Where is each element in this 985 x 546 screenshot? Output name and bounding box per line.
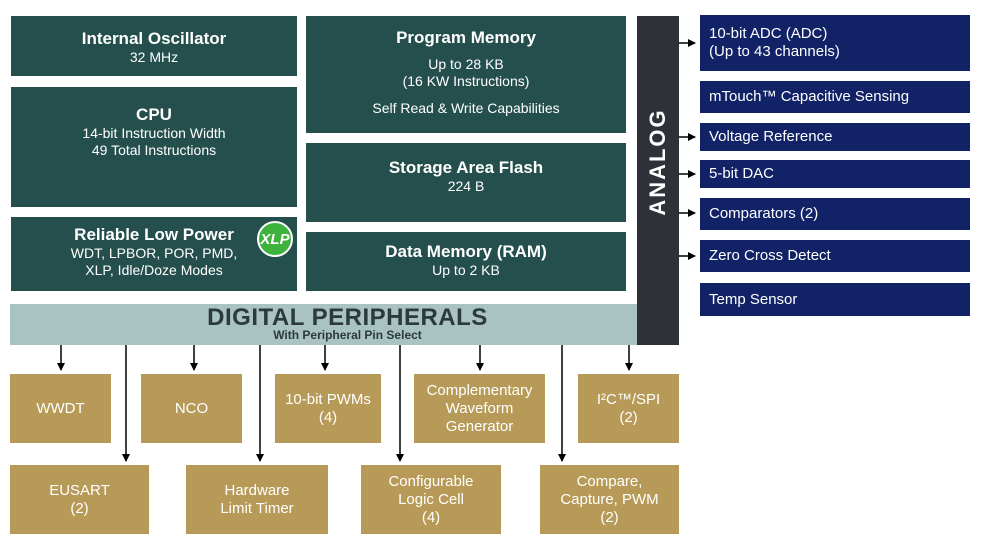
analog-title: ANALOG (645, 108, 670, 216)
internal-oscillator-block: Internal Oscillator 32 MHz (11, 16, 297, 76)
analog-item-temp-sensor: Temp Sensor (700, 283, 970, 316)
digital-peripherals-title: DIGITAL PERIPHERALS (207, 304, 488, 331)
peripheral-pwm: 10-bit PWMs (4) (275, 374, 381, 443)
block-detail: 224 B (447, 178, 485, 195)
peripheral-label: Complementary (426, 381, 533, 399)
block-title: Reliable Low Power (74, 225, 234, 244)
peripheral-detail: Logic Cell (398, 490, 464, 508)
peripheral-cwg: Complementary Waveform Generator (414, 374, 545, 443)
digital-peripherals-subtitle: With Peripheral Pin Select (273, 328, 422, 342)
block-title: CPU (136, 105, 172, 124)
analog-bar (637, 16, 679, 345)
analog-item-label: Comparators (2) (709, 205, 819, 222)
block-detail: WDT, LPBOR, POR, PMD, (70, 245, 238, 262)
peripheral-nco: NCO (141, 374, 242, 443)
block-detail: Up to 2 KB (432, 262, 500, 279)
peripheral-i2c-spi: I²C™/SPI (2) (578, 374, 679, 443)
data-memory-block: Data Memory (RAM) Up to 2 KB (306, 232, 626, 291)
analog-item-label: Zero Cross Detect (709, 247, 831, 264)
block-detail: Self Read & Write Capabilities (372, 99, 560, 116)
analog-item-label: Voltage Reference (709, 128, 833, 145)
peripheral-eusart: EUSART (2) (10, 465, 149, 534)
peripheral-detail: (4) (421, 508, 441, 526)
block-detail: XLP, Idle/Doze Modes (85, 262, 223, 279)
peripheral-clc: Configurable Logic Cell (4) (361, 465, 501, 534)
peripheral-label: Compare, (576, 472, 643, 490)
analog-item-mtouch: mTouch™ Capacitive Sensing (700, 81, 970, 113)
block-detail: 32 MHz (129, 49, 179, 66)
peripheral-hardware-limit-timer: Hardware Limit Timer (186, 465, 328, 534)
peripheral-detail: Waveform (445, 399, 514, 417)
peripheral-ccp: Compare, Capture, PWM (2) (540, 465, 679, 534)
analog-item-label: mTouch™ Capacitive Sensing (709, 88, 910, 105)
block-title: Storage Area Flash (388, 158, 544, 177)
peripheral-detail: Capture, PWM (560, 490, 659, 508)
peripheral-label: 10-bit PWMs (285, 390, 371, 408)
xlp-logo-icon: XLP (257, 221, 293, 257)
peripheral-detail: Generator (445, 417, 514, 435)
analog-item-adc: 10-bit ADC (ADC) (Up to 43 channels) (700, 15, 970, 71)
analog-item-label: 5-bit DAC (709, 165, 775, 182)
peripheral-detail: (2) (70, 499, 89, 517)
analog-item-voltage-reference: Voltage Reference (700, 123, 970, 151)
analog-item-comparators: Comparators (2) (700, 198, 970, 230)
peripheral-detail: Limit Timer (220, 499, 294, 517)
peripheral-label: NCO (174, 399, 209, 417)
peripheral-detail: (4) (318, 408, 338, 426)
peripheral-label: Hardware (224, 481, 290, 499)
block-title: Program Memory (396, 28, 536, 47)
cpu-block: CPU 14-bit Instruction Width 49 Total In… (11, 87, 297, 207)
analog-item-label: Temp Sensor (709, 290, 798, 308)
block-detail: 14-bit Instruction Width (82, 125, 226, 142)
peripheral-detail: (2) (600, 508, 619, 526)
analog-item-label: 10-bit ADC (ADC) (709, 25, 828, 42)
block-title: Internal Oscillator (81, 29, 227, 48)
analog-item-detail: (Up to 43 channels) (709, 43, 840, 60)
peripheral-label: WWDT (36, 399, 85, 417)
peripheral-label: Configurable (388, 472, 474, 490)
peripheral-label: EUSART (49, 481, 110, 499)
peripheral-detail: (2) (619, 408, 638, 426)
peripheral-label: I²C™/SPI (596, 390, 661, 408)
block-title: Data Memory (RAM) (385, 242, 547, 261)
storage-area-flash-block: Storage Area Flash 224 B (306, 143, 626, 222)
reliable-low-power-block: Reliable Low Power WDT, LPBOR, POR, PMD,… (11, 217, 297, 291)
peripheral-wwdt: WWDT (10, 374, 111, 443)
block-detail: 49 Total Instructions (91, 142, 217, 159)
block-detail: (16 KW Instructions) (402, 73, 530, 90)
block-detail: Up to 28 KB (428, 56, 504, 73)
program-memory-block: Program Memory Up to 28 KB (16 KW Instru… (306, 16, 626, 133)
analog-item-dac: 5-bit DAC (700, 160, 970, 188)
analog-item-zero-cross-detect: Zero Cross Detect (700, 240, 970, 272)
